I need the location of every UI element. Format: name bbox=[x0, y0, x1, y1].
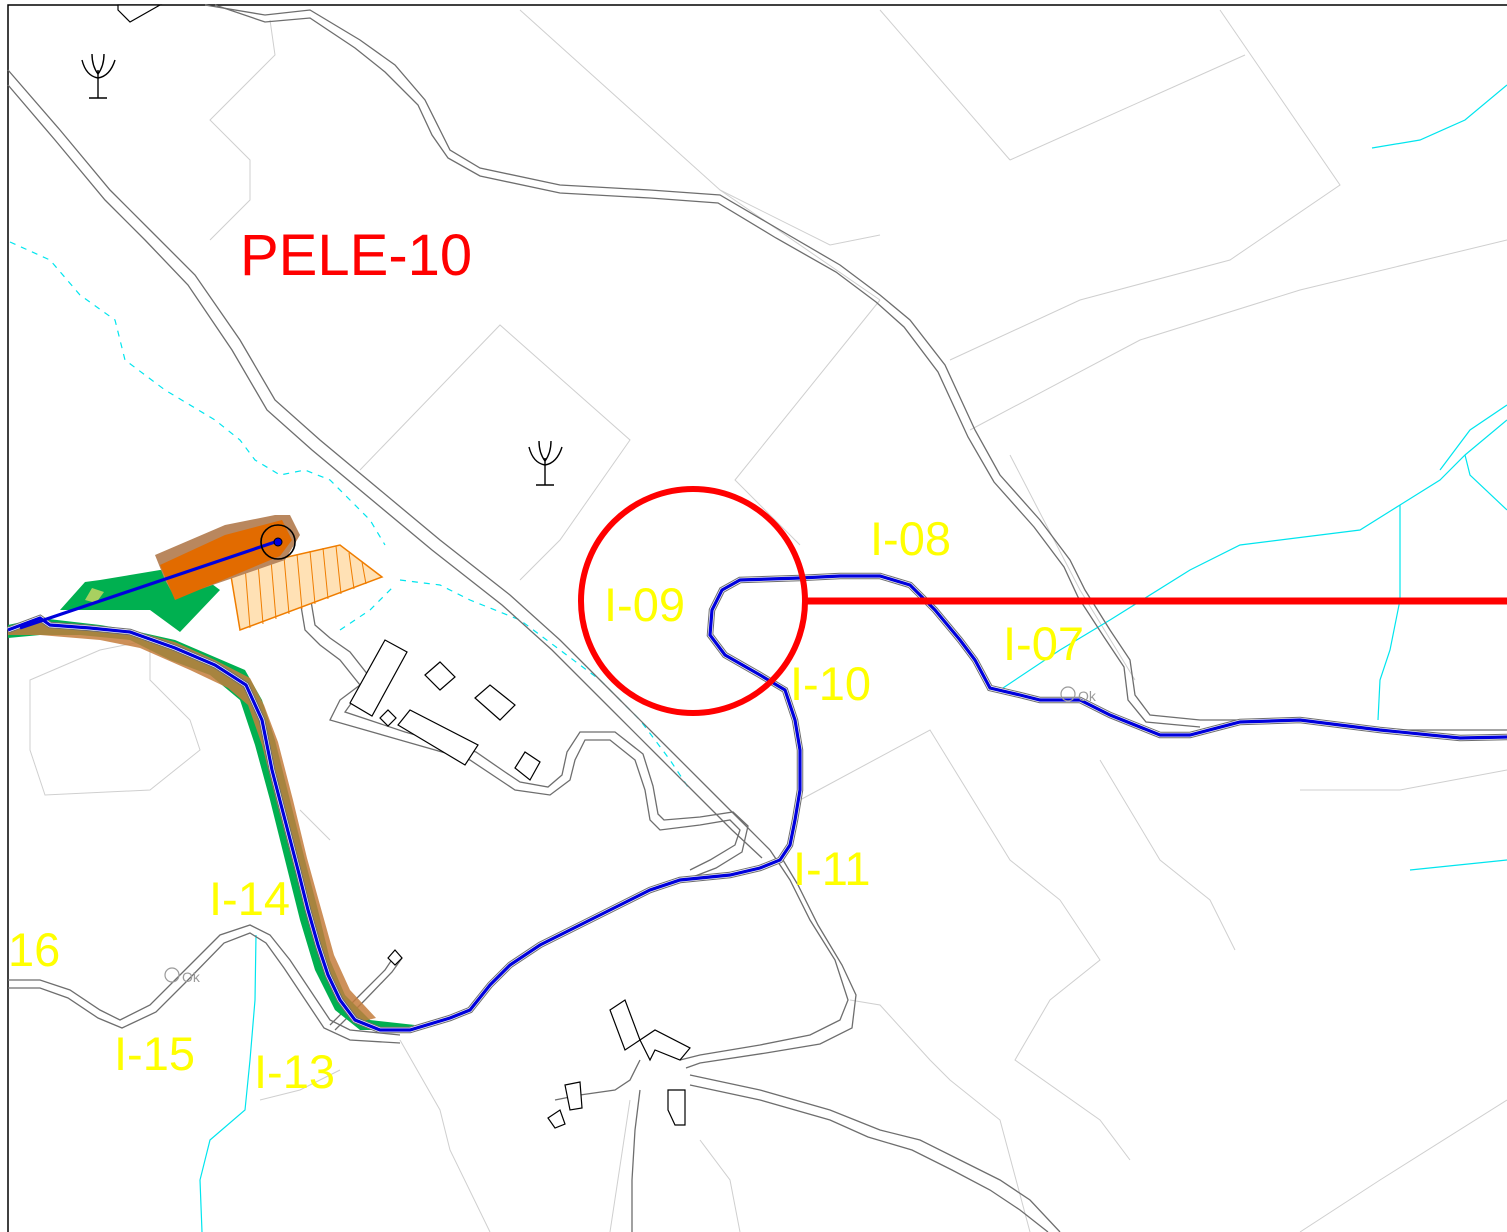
streams bbox=[9, 84, 1507, 1232]
point-label-i13: I-13 bbox=[254, 1045, 335, 1098]
well-label: Ok bbox=[1078, 688, 1097, 704]
well-icon bbox=[164, 686, 1076, 983]
point-label-i16: 16 bbox=[8, 923, 60, 976]
point-label-i14: I-14 bbox=[209, 872, 290, 925]
roads bbox=[7, 4, 1507, 1232]
point-label-i09: I-09 bbox=[604, 578, 685, 631]
tree-icon bbox=[528, 440, 563, 486]
point-label-i08: I-08 bbox=[870, 512, 951, 565]
site-label: PELE-10 bbox=[240, 223, 472, 288]
point-label-i10: I-10 bbox=[790, 657, 871, 710]
target-icon[interactable] bbox=[260, 524, 296, 560]
well-label: Ok bbox=[182, 969, 201, 985]
point-label-i07: I-07 bbox=[1003, 617, 1084, 670]
highlight-circle[interactable] bbox=[578, 486, 808, 716]
point-label-i11: I-11 bbox=[793, 842, 871, 895]
buildings bbox=[117, 4, 691, 1129]
map-frame bbox=[7, 4, 1507, 1232]
tree-icon bbox=[81, 53, 116, 99]
disturbed-area bbox=[8, 515, 415, 1030]
point-label-i15: I-15 bbox=[114, 1027, 195, 1080]
access-route bbox=[6, 539, 1507, 1034]
